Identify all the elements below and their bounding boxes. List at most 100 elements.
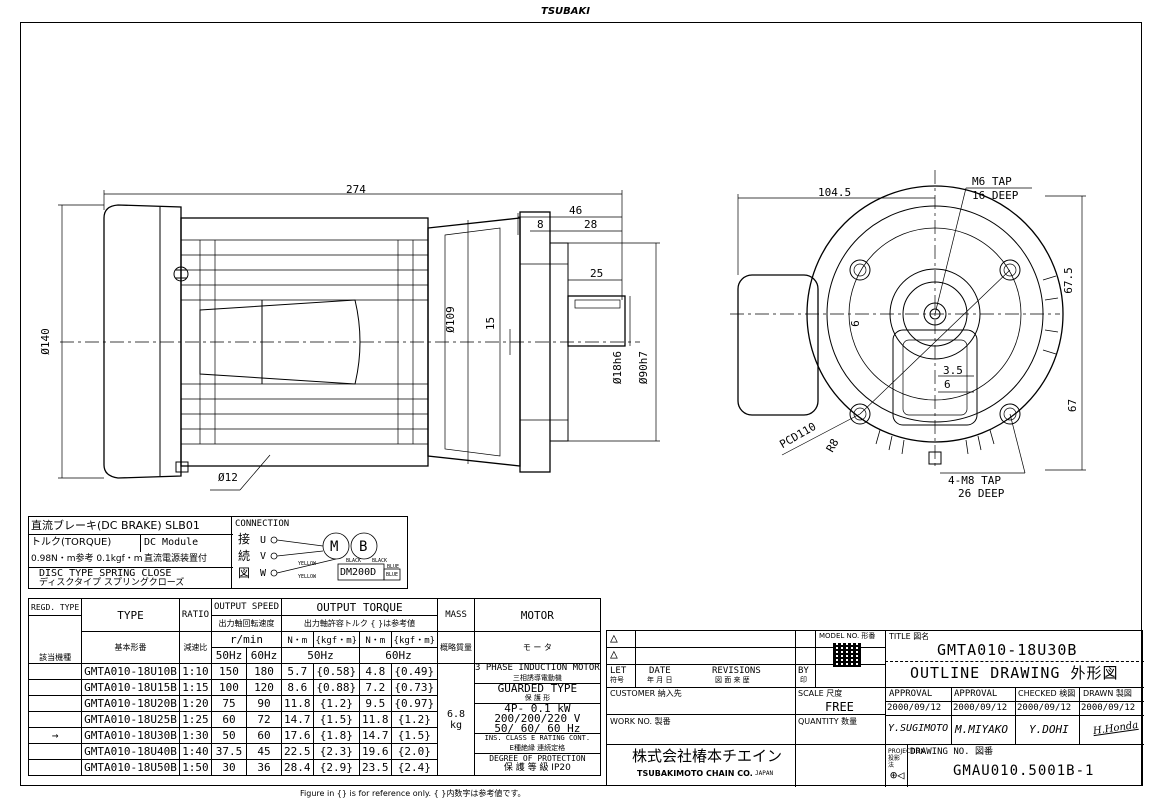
connection-jp-1: 接 [238,532,251,546]
rev-by: BY [798,666,809,676]
rev-revisions-jp: 図 面 来 歴 [715,676,750,684]
type-cell: GMTA010-18U20B [81,695,180,712]
torque50-cell: 11.8 [281,695,314,712]
drawing-no-label: DRAWING NO. 図番 [910,747,994,757]
footer-note: Figure in {} is for reference only. { }内… [300,789,526,798]
torque50-cell: 14.7 [281,711,314,728]
row-marker [27,663,83,680]
torque60-cell: 9.5 [359,695,392,712]
hdr-mass-jp: 概略質量 [437,631,476,664]
hdr-kgfm-50: {kgf・m} [312,631,361,648]
table-row: GMTA010-18U10B 1:10 150 180 5.7 {0.58} 4… [27,663,601,776]
speed50-cell: 75 [210,695,248,712]
rev-let: LET [610,666,627,676]
row-marker [27,711,83,728]
torque50-kgf-cell: {1.5} [312,711,361,728]
speed60-cell: 36 [245,759,283,776]
hdr-torque-60: 60Hz [359,647,439,664]
motor-line: DEGREE OF PROTECTION [489,754,586,764]
torque60-cell: 11.8 [359,711,392,728]
table-row: GMTA010-18U50B 1:50 30 36 28.4 {2.9} 23.… [27,759,601,776]
hdr-rmin: r/min [210,631,283,648]
company-name-en: TSUBAKIMOTO CHAIN CO. [637,769,753,778]
dim-104-5: 104.5 [818,186,852,199]
revision-area: △ △ LET 符号 DATE 年 月 日 REVISIONS 図 面 来 歴 … [607,631,885,687]
hdr-nm-60: N・m [359,631,392,648]
torque50-kgf-cell: {1.2} [312,695,361,712]
wire-yellow-1: YELLOW [298,561,317,567]
speed50-cell: 150 [210,663,248,680]
motor-line: INS. CLASS E RATING CONT. [484,734,591,743]
hdr-regd-jp: 該当機種 [27,615,83,664]
rev-by-jp: 印 [800,676,807,684]
dim-90h7: Ø90h7 [637,350,651,385]
dc-module-jp: 直流電源装置付 [144,554,208,564]
dim-18h6: Ø18h6 [611,350,625,385]
rev-revisions: REVISIONS [712,666,761,676]
type-cell: GMTA010-18U10B [81,663,180,680]
type-cell: GMTA010-18U25B [81,711,180,728]
hdr-nm-50: N・m [281,631,314,648]
torque60-cell: 7.2 [359,679,392,696]
selected-row-arrow-icon: → [27,727,83,744]
hdr-ratio-jp: 減速比 [178,631,212,664]
disc-type-en: DISC TYPE SPRING CLOSE [39,568,172,579]
torque60-cell: 19.6 [359,743,392,760]
projection-label: PROJECTION 投影法 [888,748,925,769]
torque-label: トルク(TORQUE) [31,537,112,548]
hdr-torque-jp: 出力軸許容トルク { }は参考値 [281,615,439,632]
revision-triangle-icon: △ [610,631,618,646]
connection-title: CONNECTION [235,519,290,529]
checked-name: Y.DOHI [1029,723,1069,736]
brake-unit: DM200D [340,567,377,578]
speed50-cell: 37.5 [210,743,248,760]
speed50-cell: 100 [210,679,248,696]
checked-date: 2000/09/12 [1017,703,1072,713]
brake-title: 直流ブレーキ(DC BRAKE) SLB01 [31,519,200,532]
motor-symbol: M [330,539,339,555]
torque60-kgf-cell: {2.4} [390,759,439,776]
brake-symbol: B [359,539,368,555]
wire-black-2: BLACK [372,558,388,564]
hdr-speed: OUTPUT SPEED [210,598,283,616]
hdr-motor-jp: モ ー タ [474,631,601,664]
dim-8: 8 [537,218,544,231]
revision-triangle-icon: △ [610,647,618,662]
ratio-cell: 1:10 [178,663,212,680]
approval1-label: APPROVAL [889,689,933,699]
ratio-cell: 1:40 [178,743,212,760]
motor-line: 三相誘導電動機 [512,673,562,682]
hdr-ratio: RATIO [178,598,212,632]
scale-value: FREE [825,700,854,714]
ratio-cell: 1:15 [178,679,212,696]
type-cell: GMTA010-18U40B [81,743,180,760]
speed60-cell: 180 [245,663,283,680]
title-block: △ △ LET 符号 DATE 年 月 日 REVISIONS 図 面 来 歴 … [606,630,1144,787]
tap-top-depth: 16 DEEP [972,189,1019,202]
tap-bottom-depth: 26 DEEP [958,487,1005,500]
company-country: JAPAN [755,770,774,777]
hdr-type: TYPE [81,598,180,632]
dim-6: 6 [944,378,951,391]
table-row: GMTA010-18U15B 1:15 100 120 8.6 {0.88} 7… [27,679,601,696]
motor-line: 200/200/220 V [494,711,581,725]
approval2-label: APPROVAL [954,689,998,699]
connection-jp-3: 図 [238,566,251,580]
row-marker [27,695,83,712]
hdr-motor: MOTOR [474,598,601,632]
drawn-label: DRAWN 製図 [1083,689,1132,698]
brake-spec-box: 直流ブレーキ(DC BRAKE) SLB01 トルク(TORQUE) DC Mo… [28,516,233,589]
dim-28: 28 [584,218,598,231]
torque50-kgf-cell: {1.8} [312,727,361,744]
approval1-date: 2000/09/12 [887,703,942,713]
torque50-cell: 22.5 [281,743,314,760]
dim-25: 25 [590,267,604,280]
torque60-cell: 4.8 [359,663,392,680]
terminal-w: W [260,568,267,579]
hdr-mass: MASS [437,598,476,632]
connection-jp-2: 続 [238,549,251,563]
disc-type-jp: ディスクタイプ スプリングクローズ [39,578,185,588]
motor-line: 50/ 60/ 60 Hz [475,723,600,735]
hdr-speed-60: 60Hz [245,647,283,664]
